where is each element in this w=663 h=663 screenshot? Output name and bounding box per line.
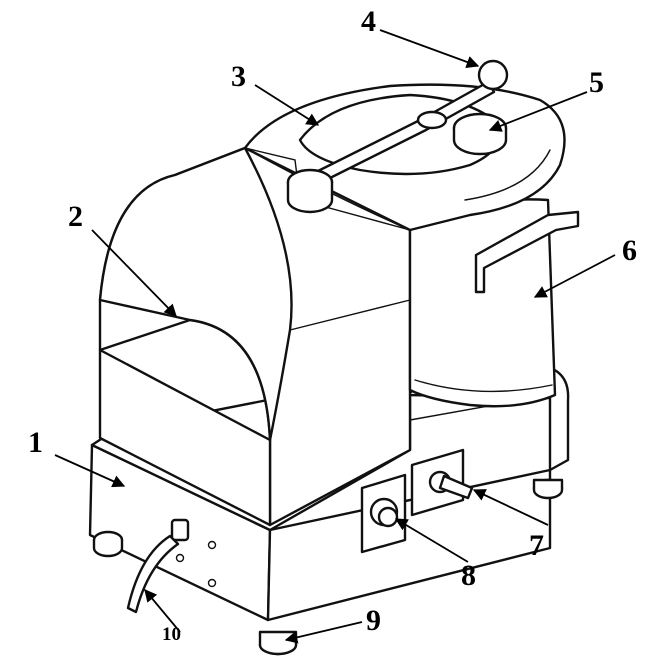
callout-7: 7 <box>529 529 544 562</box>
callout-8: 8 <box>461 559 476 592</box>
feed-tube-cap <box>452 112 508 156</box>
callout-3: 3 <box>231 60 246 93</box>
callout-2: 2 <box>68 200 83 233</box>
callout-10: 10 <box>162 624 181 645</box>
leader-lines <box>54 29 616 644</box>
callout-9: 9 <box>366 604 381 637</box>
callout-4: 4 <box>361 5 376 38</box>
control-panel-timer <box>360 473 407 554</box>
power-cord <box>126 518 217 614</box>
callout-6: 6 <box>622 234 637 267</box>
lid-lever <box>286 59 509 214</box>
callout-labels: 1 2 3 4 5 6 7 8 9 10 <box>28 5 637 645</box>
processing-bowl <box>408 198 580 408</box>
motor-housing <box>98 146 412 527</box>
callout-1: 1 <box>28 426 43 459</box>
control-panel-switch <box>410 448 474 517</box>
callout-5: 5 <box>589 66 604 99</box>
